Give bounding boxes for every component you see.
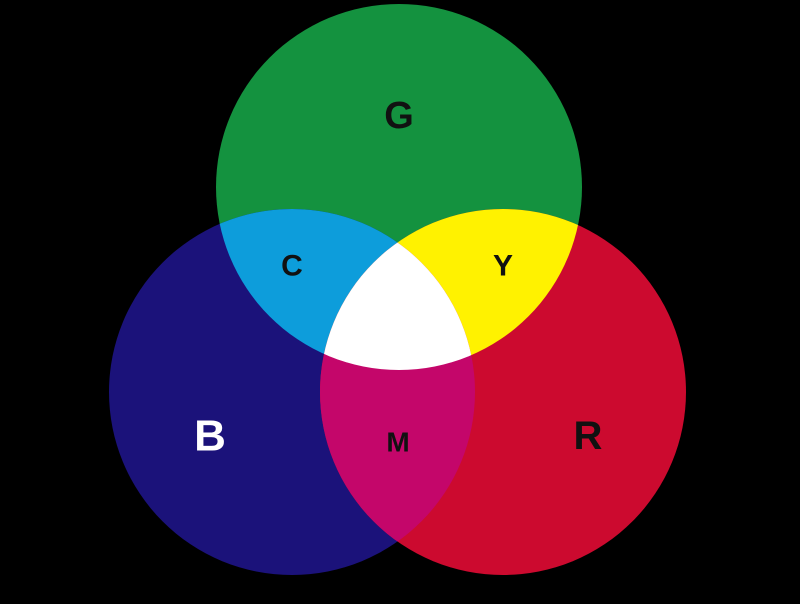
label-b: B xyxy=(194,412,226,461)
label-y: Y xyxy=(493,250,513,283)
label-r: R xyxy=(574,414,603,458)
label-g: G xyxy=(384,95,414,137)
label-c: C xyxy=(281,250,303,283)
white-overlap xyxy=(320,209,475,370)
label-m: M xyxy=(386,427,409,458)
